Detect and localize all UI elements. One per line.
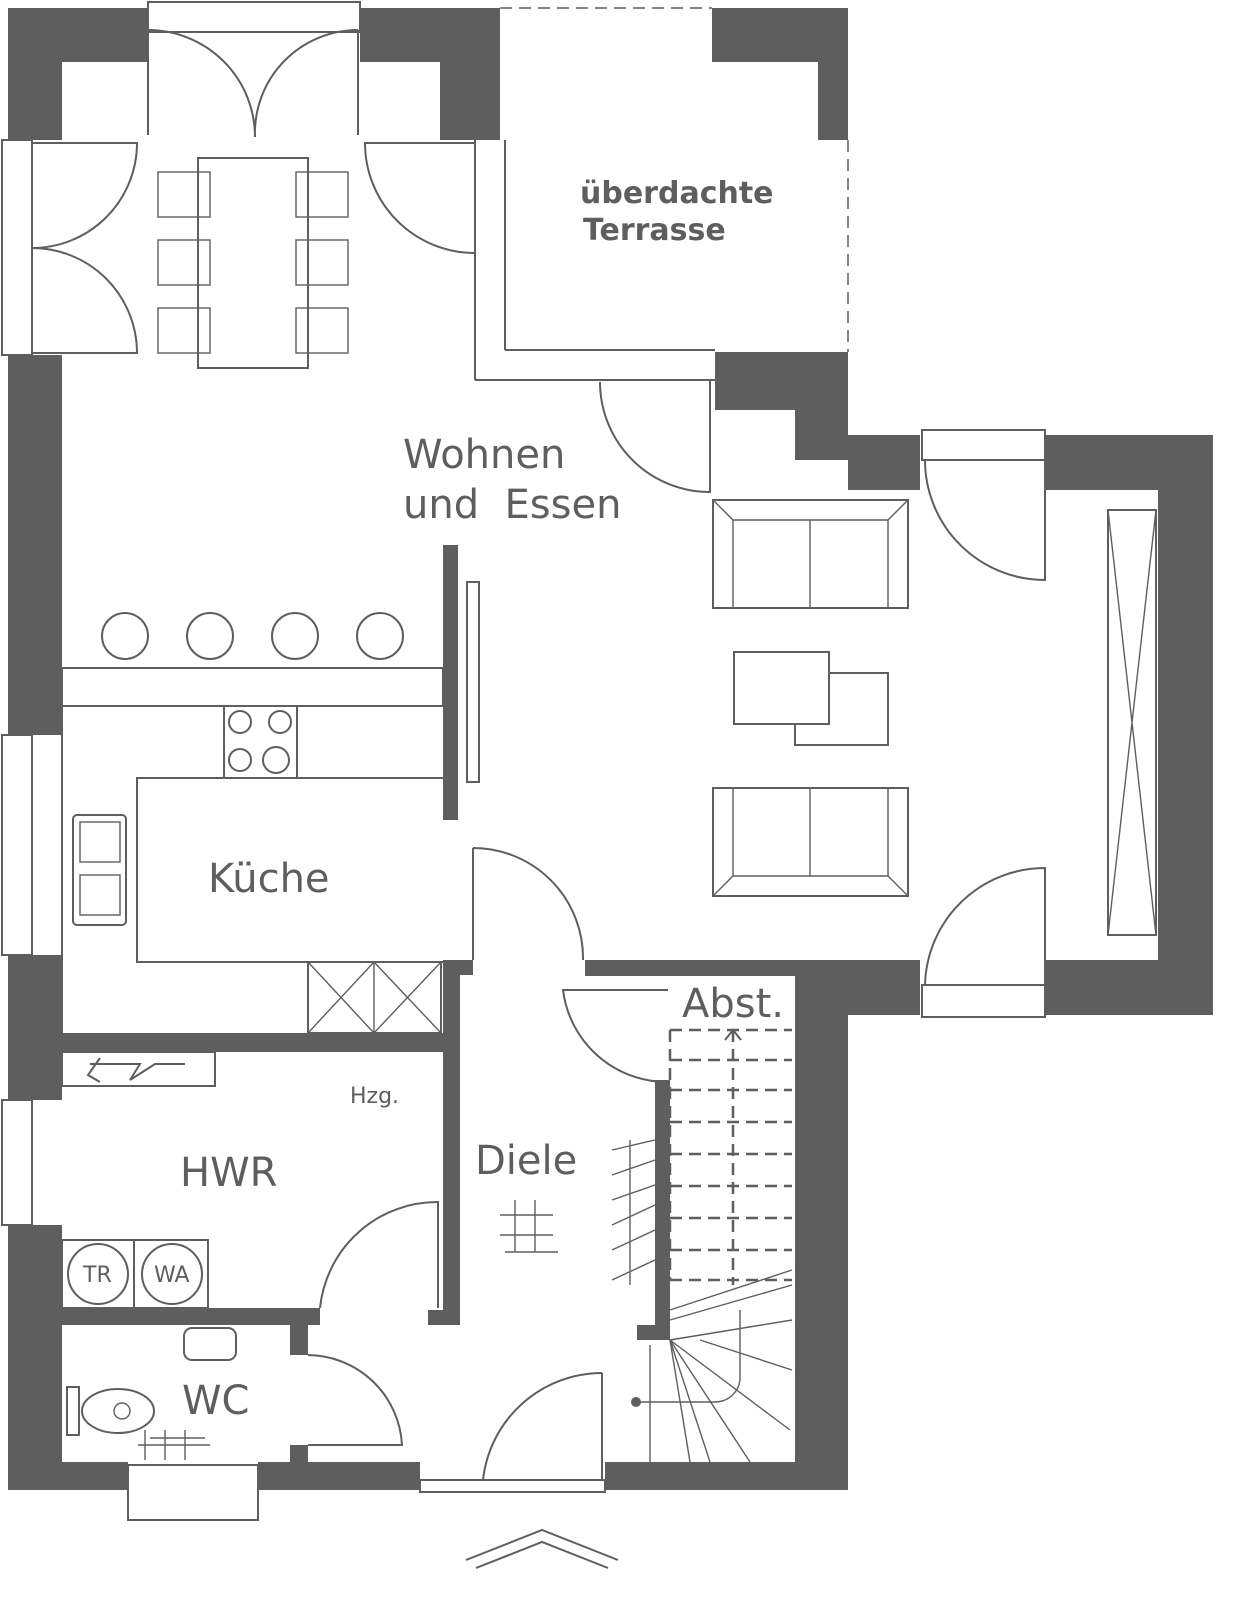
room-labels: Wohnen und Essen überdachte Terrasse Küc… (82, 176, 784, 1424)
label-washer: WA (154, 1263, 190, 1288)
label-wohnen: Wohnen (403, 432, 565, 478)
label-hzg: Hzg. (350, 1084, 399, 1109)
label-und-essen: und Essen (403, 482, 621, 528)
windows (1, 1, 1046, 1521)
label-dryer: TR (82, 1263, 112, 1288)
living-furniture (712, 499, 1157, 936)
kitchen (61, 581, 480, 1034)
label-kueche: Küche (208, 856, 330, 902)
label-abstellraum: Abst. (682, 981, 784, 1027)
dining-set (157, 157, 349, 369)
label-terrasse-line2: Terrasse (583, 213, 726, 248)
label-diele: Diele (475, 1138, 577, 1184)
label-hwr: HWR (180, 1150, 277, 1196)
label-terrasse-line1: überdachte (580, 176, 774, 211)
doors (31, 29, 1046, 1481)
entrance-arrow-icon (465, 1528, 619, 1569)
label-wc: WC (182, 1378, 249, 1424)
terrace-outline (500, 7, 849, 352)
utility-room-fixtures (61, 1051, 237, 1460)
walls (8, 8, 1213, 1490)
staircase (500, 1028, 793, 1463)
